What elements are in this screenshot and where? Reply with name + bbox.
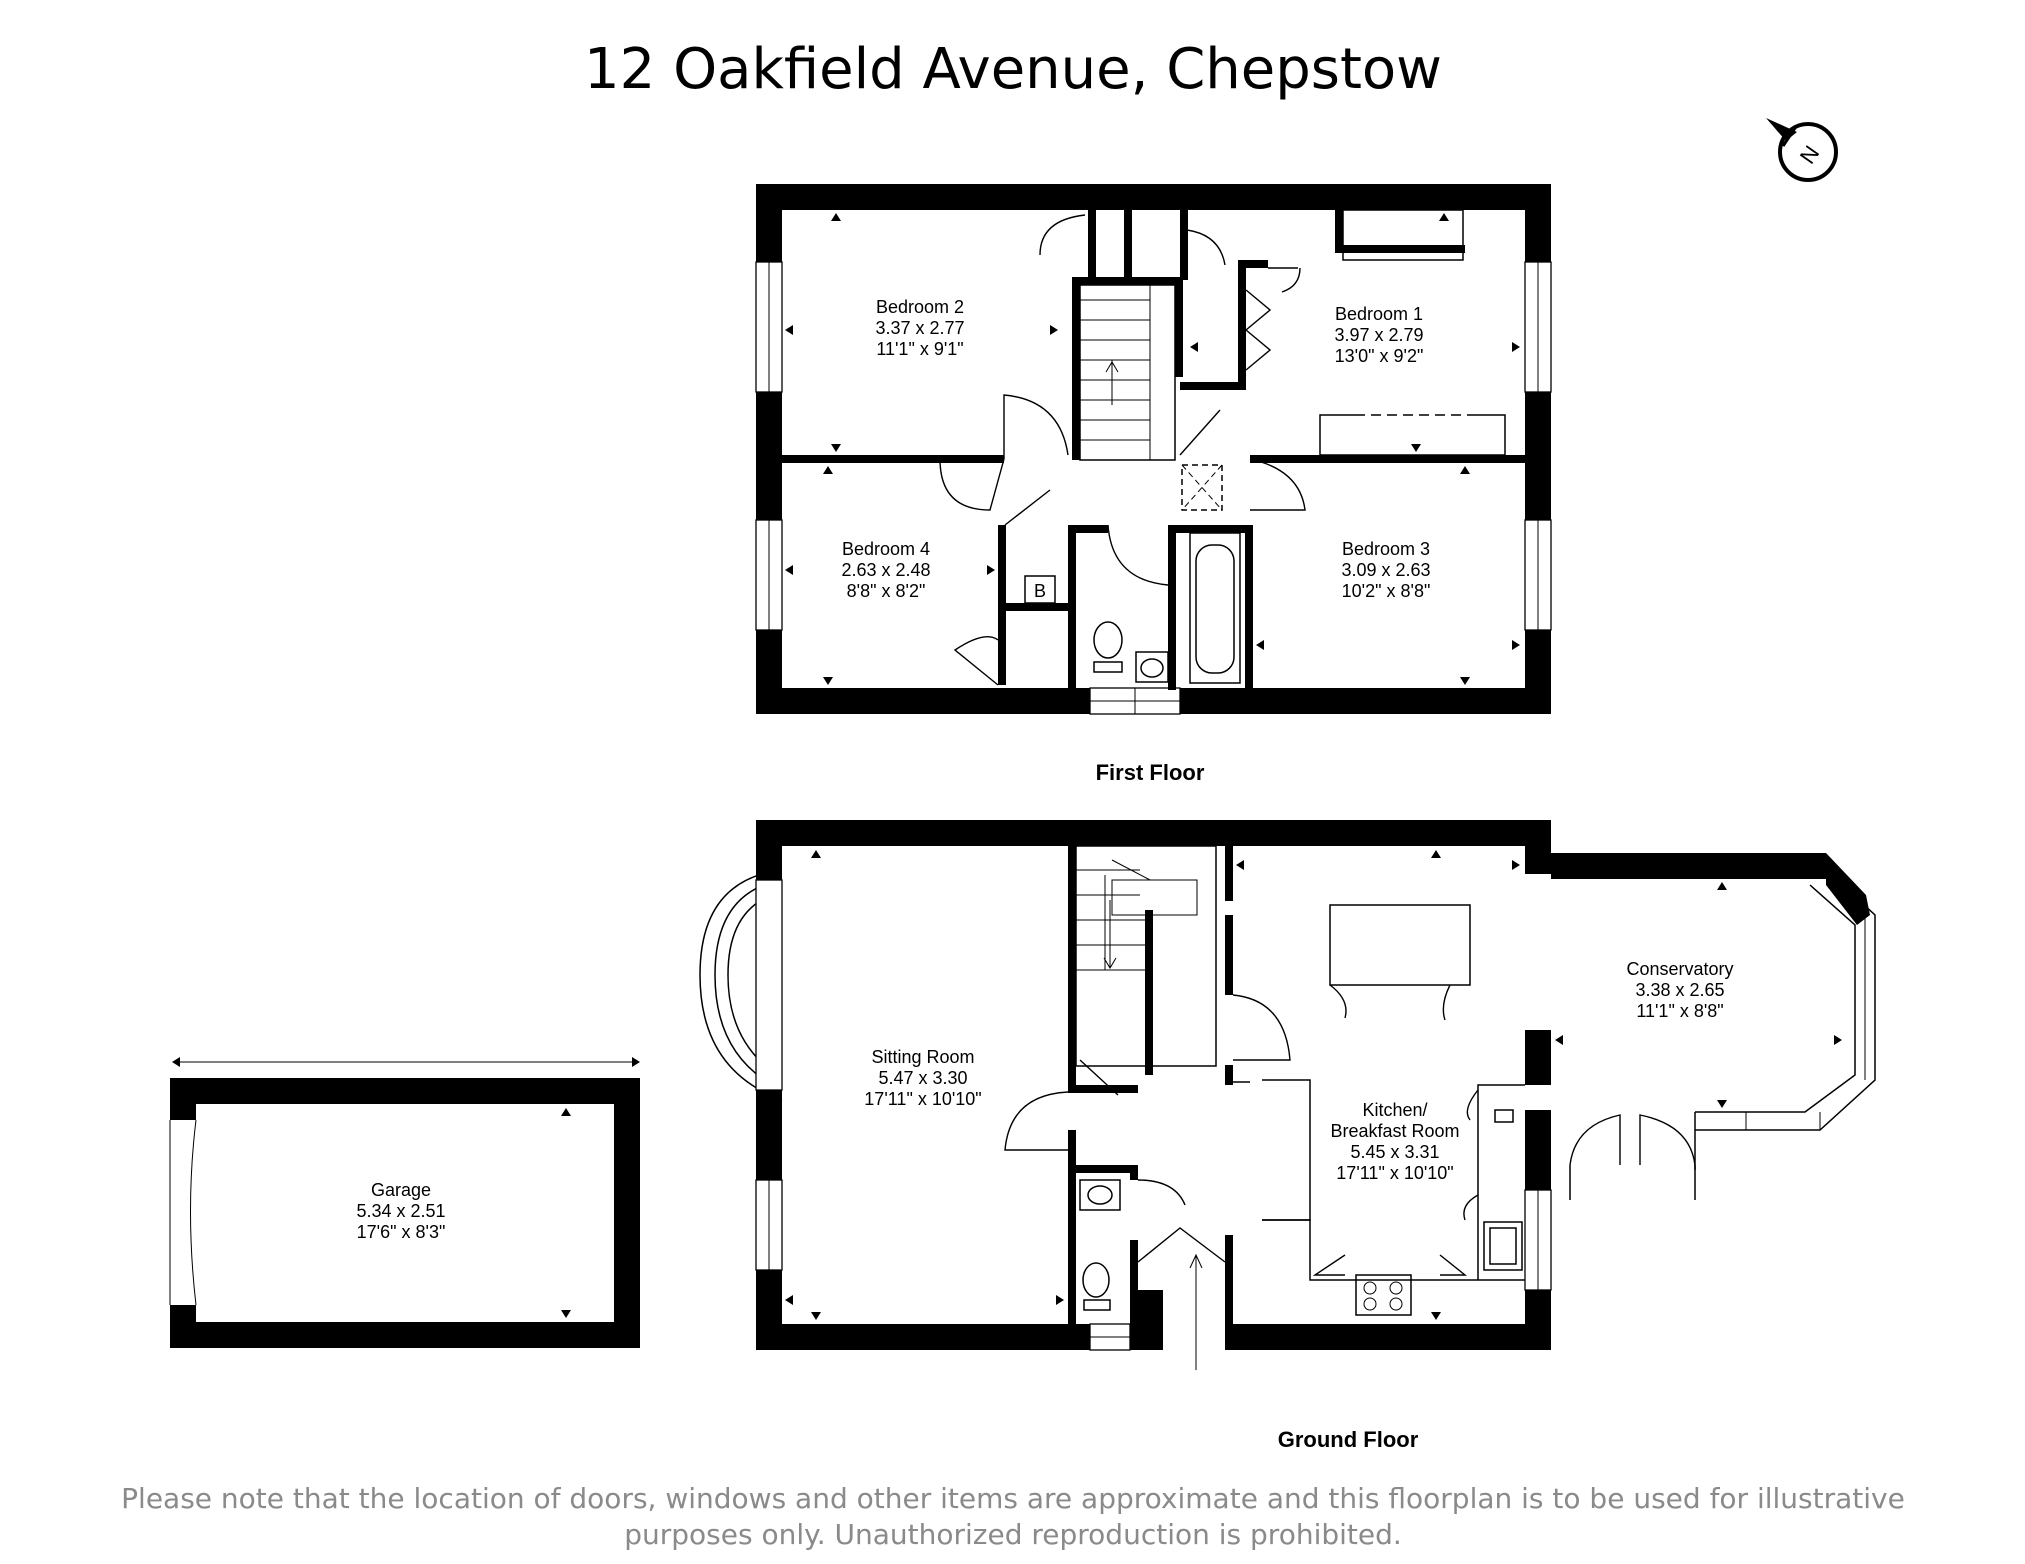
svg-text:8'8" x 8'2": 8'8" x 8'2" [847, 581, 926, 601]
svg-text:3.38 x 2.65: 3.38 x 2.65 [1635, 980, 1724, 1000]
svg-text:17'11" x 10'10": 17'11" x 10'10" [864, 1089, 981, 1109]
ground-floor-label: Ground Floor [1278, 1427, 1419, 1452]
svg-text:5.45 x 3.31: 5.45 x 3.31 [1350, 1142, 1439, 1162]
compass-icon: N [1766, 118, 1838, 182]
svg-text:3.09 x 2.63: 3.09 x 2.63 [1341, 560, 1430, 580]
bedroom-4-label: Bedroom 4 2.63 x 2.48 8'8" x 8'2" [841, 539, 930, 601]
svg-text:11'1" x 8'8": 11'1" x 8'8" [1636, 1001, 1723, 1021]
svg-text:Bedroom 3: Bedroom 3 [1342, 539, 1430, 559]
svg-text:Bedroom 2: Bedroom 2 [876, 297, 964, 317]
svg-text:5.47 x 3.30: 5.47 x 3.30 [878, 1068, 967, 1088]
property-title: 12 Oakfield Avenue, Chepstow [584, 37, 1442, 102]
svg-text:Breakfast Room: Breakfast Room [1330, 1121, 1459, 1141]
svg-text:3.97 x 2.79: 3.97 x 2.79 [1334, 325, 1423, 345]
sitting-room-label: Sitting Room 5.47 x 3.30 17'11" x 10'10" [864, 1047, 981, 1109]
kitchen-label: Kitchen/ Breakfast Room 5.45 x 3.31 17'1… [1330, 1100, 1459, 1183]
boiler-label: B [1034, 581, 1046, 601]
svg-text:2.63 x 2.48: 2.63 x 2.48 [841, 560, 930, 580]
conservatory-label: Conservatory 3.38 x 2.65 11'1" x 8'8" [1626, 959, 1733, 1021]
svg-text:11'1" x 9'1": 11'1" x 9'1" [876, 339, 963, 359]
ground-floor-plan [699, 820, 1876, 1370]
svg-text:5.34 x 2.51: 5.34 x 2.51 [356, 1201, 445, 1221]
svg-text:10'2" x 8'8": 10'2" x 8'8" [1342, 581, 1431, 601]
svg-text:17'6" x 8'3": 17'6" x 8'3" [357, 1222, 446, 1242]
svg-text:13'0" x 9'2": 13'0" x 9'2" [1335, 346, 1424, 366]
garage-plan [169, 1057, 640, 1348]
disclaimer-line-2: purposes only. Unauthorized reproduction… [624, 1518, 1402, 1551]
svg-text:Sitting Room: Sitting Room [871, 1047, 974, 1067]
svg-text:Garage: Garage [371, 1180, 431, 1200]
svg-text:Bedroom 1: Bedroom 1 [1335, 304, 1423, 324]
bedroom-1-label: Bedroom 1 3.97 x 2.79 13'0" x 9'2" [1334, 304, 1423, 366]
svg-text:Conservatory: Conservatory [1626, 959, 1733, 979]
bedroom-2-label: Bedroom 2 3.37 x 2.77 11'1" x 9'1" [875, 297, 964, 359]
disclaimer-line-1: Please note that the location of doors, … [121, 1482, 1905, 1515]
svg-text:17'11" x 10'10": 17'11" x 10'10" [1336, 1163, 1453, 1183]
svg-text:3.37 x 2.77: 3.37 x 2.77 [875, 318, 964, 338]
bedroom-3-label: Bedroom 3 3.09 x 2.63 10'2" x 8'8" [1341, 539, 1430, 601]
svg-text:Bedroom 4: Bedroom 4 [842, 539, 930, 559]
svg-text:Kitchen/: Kitchen/ [1362, 1100, 1427, 1120]
garage-label: Garage 5.34 x 2.51 17'6" x 8'3" [356, 1180, 445, 1242]
first-floor-plan: B [755, 184, 1552, 715]
first-floor-label: First Floor [1096, 760, 1205, 785]
